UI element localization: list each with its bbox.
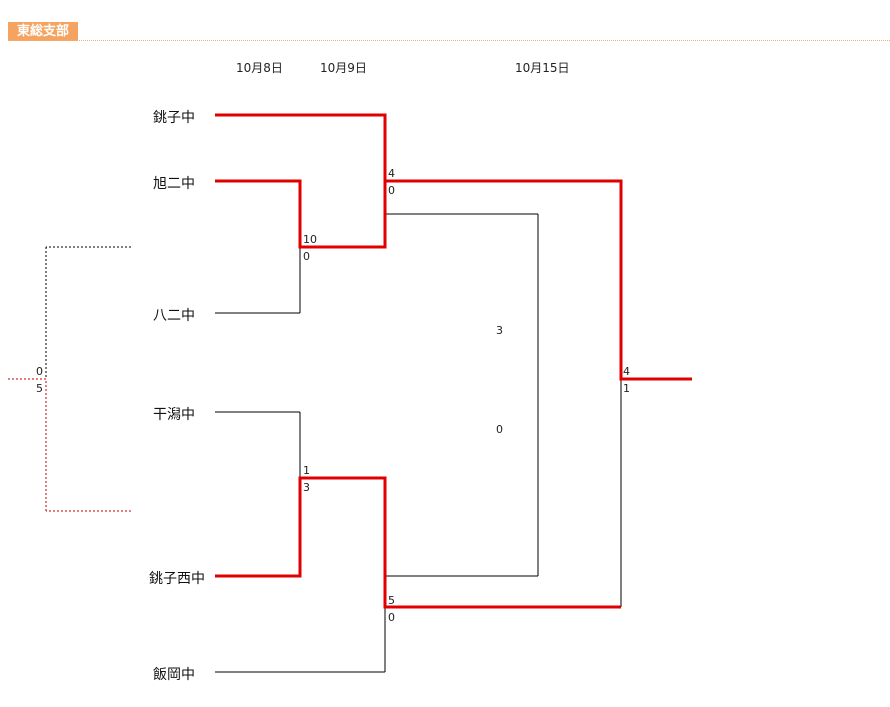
loser-lines (215, 213, 622, 673)
score-final-b: 1 (623, 382, 630, 395)
team-choshi-nishi: 銚子西中 (149, 571, 205, 587)
score-r1-top-b: 0 (303, 250, 310, 263)
score-dashed-top: 0 (36, 365, 43, 378)
team-higata: 干潟中 (153, 407, 195, 423)
score-r1-top-a: 10 (303, 233, 317, 246)
team-yachi2: 八二中 (153, 308, 195, 324)
date-round2: 10月9日 (320, 61, 367, 75)
winner-lines (215, 113, 692, 609)
section-title: 東総支部 (8, 22, 78, 41)
score-qf-top-a: 4 (388, 167, 395, 180)
score-r1-bottom-a: 1 (303, 464, 310, 477)
score-qf-bottom-b: 0 (388, 611, 395, 624)
score-qf-bottom-a: 5 (388, 594, 395, 607)
team-choshi: 銚子中 (153, 110, 195, 126)
score-middle-a: 3 (496, 324, 503, 337)
score-dashed-bottom: 5 (36, 382, 43, 395)
score-qf-top-b: 0 (388, 184, 395, 197)
team-asahi2: 旭二中 (153, 176, 195, 192)
dashed-bracket-win (8, 378, 131, 512)
score-final-a: 4 (623, 365, 630, 378)
date-final: 10月15日 (515, 61, 570, 75)
dashed-bracket (45, 246, 131, 379)
score-middle-b: 0 (496, 423, 503, 436)
score-r1-bottom-b: 3 (303, 481, 310, 494)
header-divider (8, 40, 890, 41)
date-round1: 10月8日 (236, 61, 283, 75)
team-iioka: 飯岡中 (153, 667, 195, 683)
